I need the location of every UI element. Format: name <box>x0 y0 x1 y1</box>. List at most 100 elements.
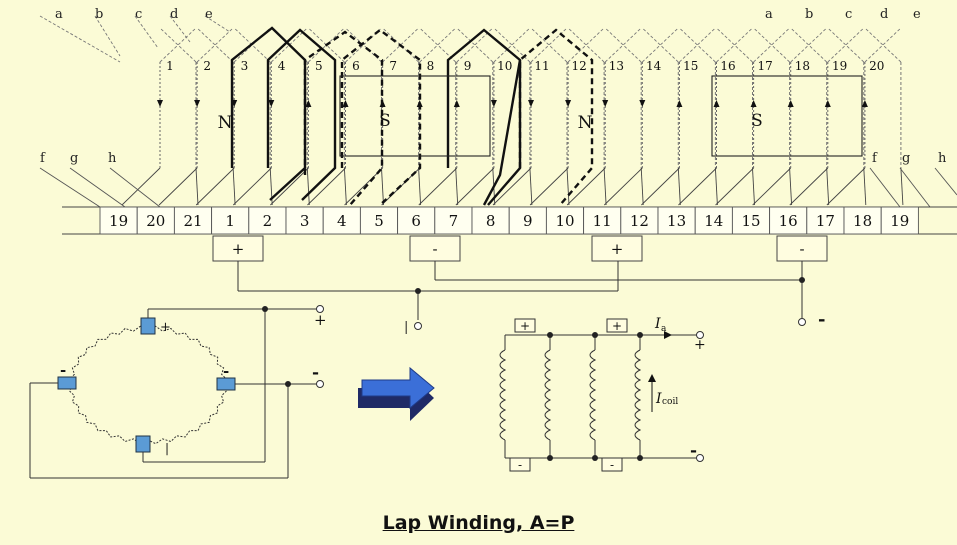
terminal-letter: f <box>872 151 878 166</box>
coil-current-arrow-icon <box>648 374 656 382</box>
current-up-arrow-icon <box>342 100 349 107</box>
end-connection <box>716 27 753 63</box>
commutator-lead <box>307 167 346 206</box>
brush <box>591 235 643 262</box>
slot-number: 16 <box>720 59 735 73</box>
end-connection <box>493 27 531 63</box>
end-connection <box>679 27 716 63</box>
pole-outline <box>711 75 863 157</box>
terminal-minus <box>798 318 806 326</box>
commutator-segment <box>248 206 287 235</box>
current-down-arrow-icon <box>602 100 609 107</box>
end-connection <box>456 27 494 63</box>
commutator-lead <box>678 167 717 206</box>
figure-caption: Lap Winding, A=P <box>382 512 575 534</box>
commutator-segment-label: 5 <box>374 212 384 230</box>
commutator-lead <box>640 167 644 206</box>
commutator-lead <box>195 167 199 206</box>
coil-icon <box>499 349 507 441</box>
end-connection <box>753 27 790 63</box>
terminal-letter: f <box>40 151 46 166</box>
commutator-lead <box>715 167 754 206</box>
lead-line <box>934 167 957 196</box>
commutator-lead <box>752 167 792 206</box>
ring-brush-right-label: - <box>223 362 229 380</box>
end-connection <box>159 27 197 63</box>
current-arrow-icon <box>664 331 672 339</box>
end-connection <box>196 27 234 63</box>
terminal-letter: c <box>135 7 142 22</box>
brush-polarity: + <box>232 240 245 258</box>
terminal-letter: g <box>902 151 910 166</box>
commutator-lead <box>789 167 793 206</box>
end-connection <box>864 27 902 63</box>
end-connection <box>308 27 345 63</box>
eq-brush-label: - <box>610 458 614 472</box>
commutator-segment <box>843 206 882 235</box>
commutator-lead <box>641 167 680 206</box>
slot-number: 5 <box>315 59 323 73</box>
slot-number: 4 <box>278 59 286 73</box>
end-connection <box>159 27 197 63</box>
eq-brush <box>606 318 628 333</box>
commutator-segment-label: 1 <box>225 212 235 230</box>
current-up-arrow-icon <box>750 100 757 107</box>
commutator-lead <box>566 167 570 206</box>
slot-number: 2 <box>203 59 211 73</box>
commutator-segment-label: 13 <box>667 212 686 230</box>
end-connection <box>641 27 679 63</box>
brush-polarity: - <box>432 240 437 258</box>
commutator-lead <box>270 167 309 206</box>
terminal-letter: b <box>95 7 103 22</box>
coil-current-label: I <box>655 391 662 407</box>
commutator-lead <box>418 167 422 206</box>
coil-current-subscript: coil <box>662 397 678 407</box>
highlighted-coil <box>303 30 384 206</box>
current-down-arrow-icon <box>565 100 572 107</box>
current-up-arrow-icon <box>861 100 868 107</box>
ring-brush-bottom <box>135 435 151 453</box>
lead-line <box>169 15 191 43</box>
highlighted-coil <box>446 28 522 206</box>
commutator-lead <box>677 167 681 206</box>
end-connection <box>308 27 345 63</box>
end-connection <box>493 27 531 63</box>
end-connection <box>716 27 753 63</box>
commutator-segment-label: 2 <box>263 212 273 230</box>
commutator-segment <box>694 206 733 235</box>
highlighted-coils <box>230 26 594 206</box>
lead-line <box>134 15 159 49</box>
end-connection <box>604 27 642 63</box>
commutator-segment-label: 4 <box>337 212 347 230</box>
current-up-arrow-icon <box>305 100 312 107</box>
commutator-segment <box>657 206 696 235</box>
commutator-lead <box>158 167 198 206</box>
slot-number: 11 <box>534 59 549 73</box>
lead-line <box>69 167 126 208</box>
commutator-lead <box>381 167 384 206</box>
slot-number: 1 <box>166 59 174 73</box>
junction-dot <box>285 381 291 387</box>
end-connection <box>196 27 234 63</box>
commutator-lead <box>232 167 236 206</box>
pole-label-s: S <box>379 111 391 131</box>
commutator-segment-label: 3 <box>300 212 310 230</box>
commutator-segment-label: 8 <box>486 212 496 230</box>
slot-number: 10 <box>497 59 512 73</box>
terminal-letter: e <box>913 7 921 22</box>
terminal-plus <box>696 331 704 339</box>
end-connection <box>604 27 642 63</box>
current-down-arrow-icon <box>528 100 534 107</box>
terminal-letter: c <box>845 7 852 22</box>
commutator-lead <box>344 167 383 206</box>
ring-brush-top-label: + <box>160 320 171 335</box>
junction-dot <box>592 455 598 461</box>
end-connection <box>790 27 828 63</box>
terminal-minus <box>696 454 704 462</box>
pole-label-n: N <box>578 113 593 133</box>
commutator-segment-label: 7 <box>449 212 459 230</box>
current-down-arrow-icon <box>490 100 497 107</box>
terminal-minus-label: - <box>312 363 319 383</box>
current-up-arrow-icon <box>676 100 683 107</box>
